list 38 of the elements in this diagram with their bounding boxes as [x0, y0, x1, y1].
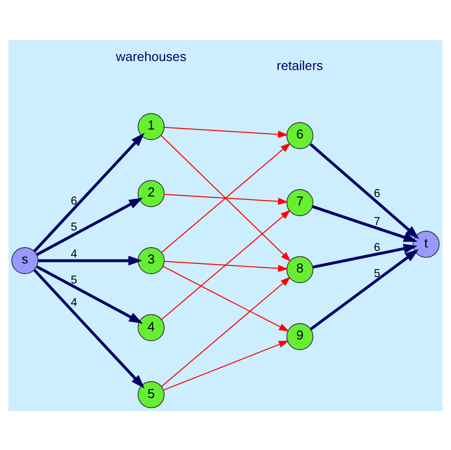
- node-circle: 9: [286, 322, 314, 350]
- edge-label: 6: [70, 194, 78, 207]
- edge-label: 4: [70, 296, 78, 308]
- edge-label: 6: [374, 241, 380, 254]
- node-circle: 7: [286, 188, 314, 216]
- node-circle: 8: [286, 256, 314, 283]
- node-circle: t: [412, 230, 440, 258]
- arrow: [164, 260, 288, 272]
- arrow: [312, 204, 418, 242]
- node-circle: 5: [138, 380, 165, 408]
- node-circle: 6: [286, 122, 314, 149]
- edge-label: 5: [70, 221, 78, 234]
- arrow: [164, 126, 288, 138]
- edge-label: 4: [70, 248, 78, 260]
- edge-label: 7: [374, 215, 380, 228]
- arrow: [162, 265, 290, 332]
- arrow: [36, 264, 143, 324]
- node-circle: 1: [138, 112, 165, 140]
- arrow: [310, 142, 420, 238]
- arrow: [161, 276, 291, 386]
- arrow: [36, 197, 143, 256]
- arrow: [163, 340, 289, 390]
- arrow: [38, 255, 142, 266]
- label: retailers: [276, 58, 324, 73]
- arrow: [161, 209, 291, 320]
- node-circle: 4: [138, 314, 165, 341]
- edge-label: 6: [374, 188, 380, 200]
- node-circle: s: [11, 246, 38, 274]
- node-circle: 2: [138, 180, 165, 207]
- label: warehouses: [116, 48, 186, 64]
- arrow: [312, 243, 418, 268]
- edge-label: 5: [374, 268, 380, 280]
- arrow: [33, 132, 145, 252]
- arrow: [310, 248, 419, 330]
- node-circle: 3: [138, 246, 165, 274]
- edge-label: 5: [70, 274, 78, 286]
- arrow: [33, 268, 145, 388]
- arrow: [164, 193, 288, 204]
